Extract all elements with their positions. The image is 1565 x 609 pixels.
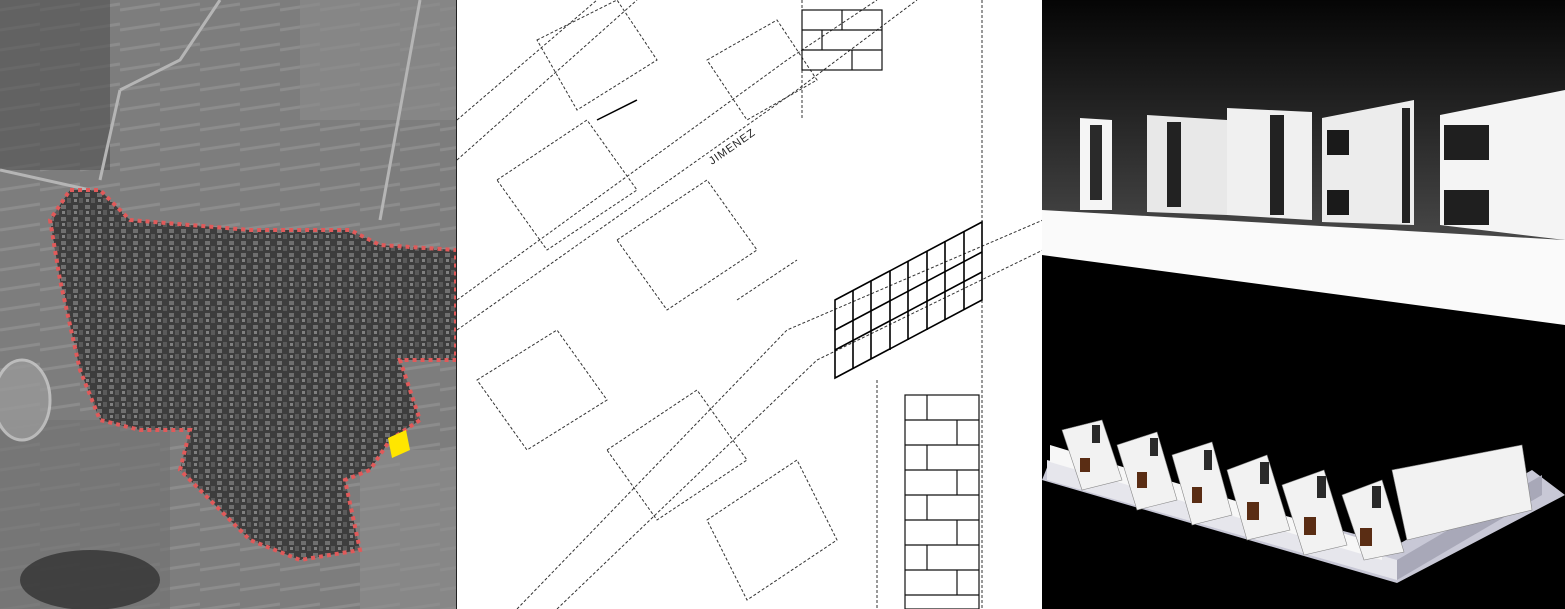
proposed-housing-block (834, 220, 983, 380)
street-label: JIMENEZ (707, 127, 758, 168)
site-plan-panel: JIMENEZ (456, 0, 1043, 609)
street-elevation-render (1042, 90, 1565, 325)
aerial-photo-panel (0, 0, 456, 609)
site-plan-drawing: JIMENEZ (457, 0, 1043, 609)
town-area (50, 190, 456, 560)
housing-render (1042, 0, 1565, 583)
project-site-marker (388, 430, 410, 458)
render-panel (1042, 0, 1565, 609)
urban-boundary-line (47, 188, 456, 563)
aerial-photo (0, 0, 456, 609)
aerial-perspective-render (1042, 419, 1565, 583)
